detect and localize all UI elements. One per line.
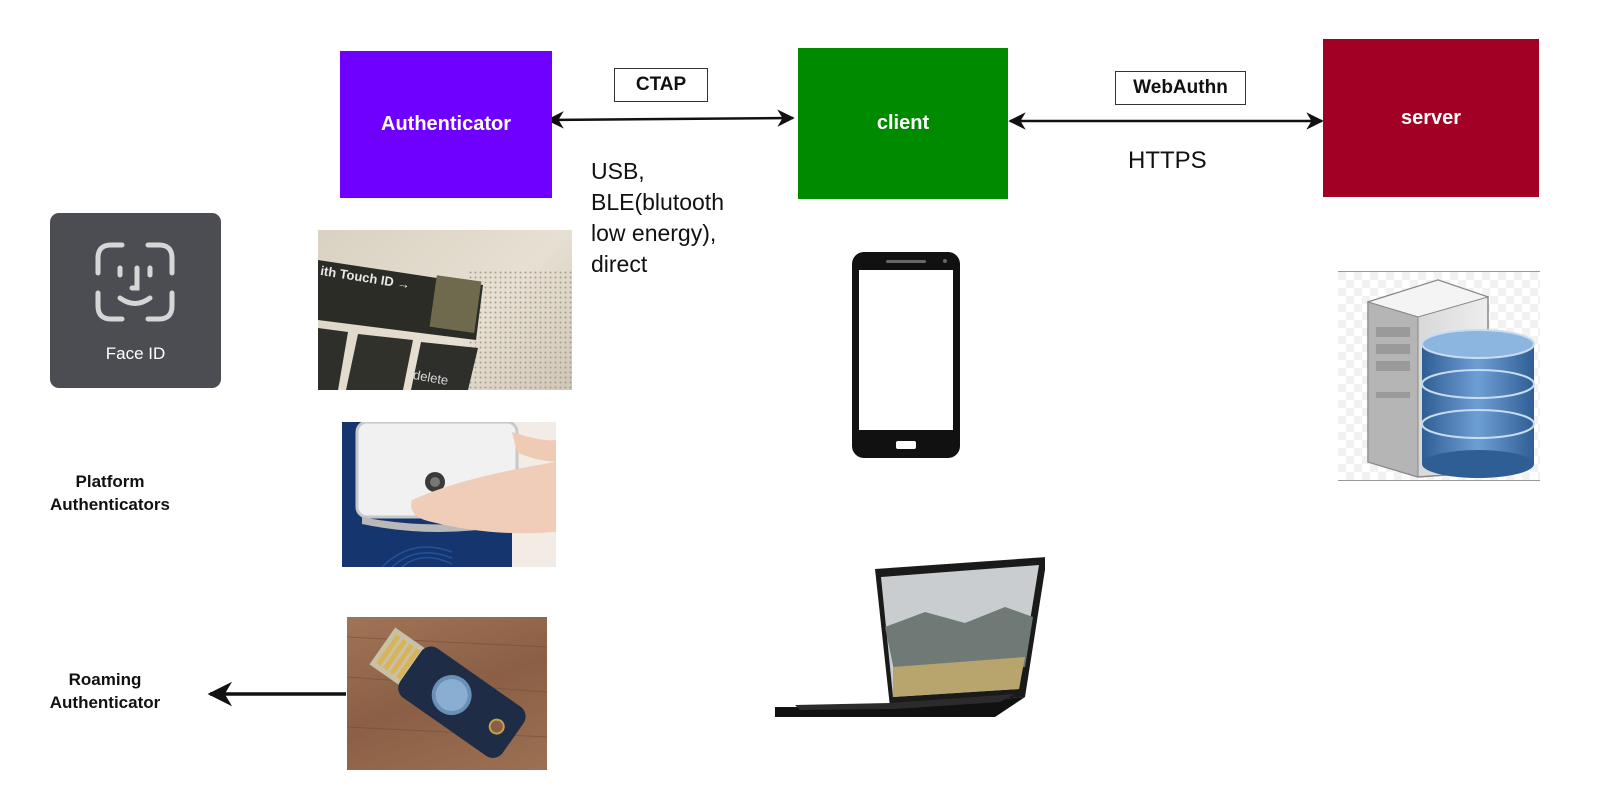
ctap-label: CTAP bbox=[614, 68, 708, 102]
transport-list: USB, BLE(blutooth low energy), direct bbox=[591, 156, 724, 280]
server-database-image bbox=[1338, 271, 1540, 481]
security-key-image bbox=[347, 617, 547, 770]
fingerprint-scene bbox=[342, 422, 556, 567]
authenticator-label: Authenticator bbox=[381, 113, 511, 135]
client-label: client bbox=[876, 112, 930, 134]
smartphone-icon bbox=[852, 252, 960, 458]
ctap-arrow bbox=[546, 109, 795, 129]
server-node: server bbox=[1323, 39, 1539, 197]
fingerprint-phone-image bbox=[342, 422, 556, 567]
authenticator-node: Authenticator bbox=[340, 51, 552, 198]
https-label: HTTPS bbox=[1128, 147, 1207, 174]
transport-line: direct bbox=[591, 251, 648, 277]
face-id-icon bbox=[95, 242, 175, 322]
roaming-authenticator-label: Roaming Authenticator bbox=[49, 670, 161, 712]
webauthn-label: WebAuthn bbox=[1115, 71, 1246, 105]
transport-line: low energy), bbox=[591, 220, 717, 246]
keyboard-keys bbox=[318, 260, 572, 390]
platform-authenticators-label: Platform Authenticators bbox=[50, 472, 170, 514]
face-id-image: Face ID bbox=[50, 213, 221, 388]
transport-line: BLE(blutooth bbox=[591, 189, 724, 215]
security-key bbox=[347, 627, 547, 758]
transport-line: USB, bbox=[591, 158, 645, 184]
laptop-icon bbox=[775, 557, 1045, 717]
server-label: server bbox=[1400, 106, 1462, 129]
server-database-icon bbox=[1338, 272, 1540, 480]
client-node: client bbox=[798, 48, 1008, 199]
touch-id-keyboard-image: ith Touch ID → delete bbox=[318, 230, 572, 390]
face-id-caption: Face ID bbox=[105, 344, 166, 363]
